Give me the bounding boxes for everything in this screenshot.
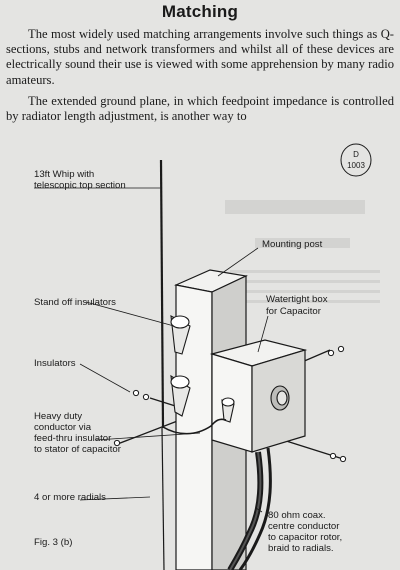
svg-text:Insulators: Insulators: [34, 358, 76, 369]
show-through-print: [225, 200, 380, 303]
radial-end-insulators: [113, 345, 347, 463]
label-insulators: Insulators: [34, 358, 76, 369]
svg-text:telescopic top section: telescopic top section: [34, 180, 126, 191]
label-coax: 80 ohm coax. centre conductor to capacit…: [268, 510, 342, 554]
label-whip: 13ft Whip with telescopic top section: [34, 169, 126, 191]
section-heading: Matching: [161, 2, 239, 21]
paragraph-2: The extended ground plane, in which feed…: [6, 94, 394, 124]
antenna-diagram: D 1003: [34, 143, 380, 570]
svg-text:4 or more radials: 4 or more radials: [34, 492, 106, 503]
paragraph-1: The most widely used matching arrangemen…: [6, 27, 394, 87]
label-radials: 4 or more radials: [34, 492, 106, 503]
svg-text:to stator of capacitor: to stator of capacitor: [34, 444, 122, 455]
label-leader-lines: [34, 187, 269, 513]
whip-antenna: [159, 159, 165, 570]
svg-text:braid to radials.: braid to radials.: [268, 543, 334, 554]
capacitor-box: [209, 339, 308, 453]
capacitor-knob: [270, 385, 290, 411]
feed-thru-insulator: [221, 397, 235, 423]
heavy-duty-conductor: [162, 418, 227, 435]
svg-text:Stand off insulators: Stand off insulators: [34, 297, 116, 308]
svg-text:80 ohm coax.: 80 ohm coax.: [268, 510, 326, 521]
svg-text:Mounting post: Mounting post: [262, 239, 323, 250]
svg-text:feed-thru insulator: feed-thru insulator: [34, 433, 112, 444]
svg-text:Heavy duty: Heavy duty: [34, 411, 82, 422]
svg-text:conductor via: conductor via: [34, 422, 92, 433]
label-watertight-box: Watertight box for Capacitor: [266, 294, 328, 317]
svg-text:for Capacitor: for Capacitor: [266, 306, 322, 317]
figure-caption: Fig. 3 (b): [34, 537, 72, 548]
standoff-insulator-upper: [170, 315, 191, 355]
svg-text:13ft Whip with: 13ft Whip with: [34, 169, 94, 180]
label-standoff-insulators: Stand off insulators: [34, 297, 116, 308]
svg-text:to capacitor rotor,: to capacitor rotor,: [268, 532, 342, 543]
figure-code-badge: D 1003: [340, 143, 372, 177]
svg-text:Watertight box: Watertight box: [266, 294, 328, 305]
standoff-insulator-lower: [170, 374, 191, 417]
badge-letter: D: [353, 150, 359, 159]
label-mounting-post: Mounting post: [262, 239, 323, 250]
svg-text:centre conductor: centre conductor: [268, 521, 340, 532]
badge-number: 1003: [347, 161, 365, 170]
label-conductor: Heavy duty conductor via feed-thru insul…: [34, 411, 122, 455]
coax-cable: [227, 447, 272, 570]
